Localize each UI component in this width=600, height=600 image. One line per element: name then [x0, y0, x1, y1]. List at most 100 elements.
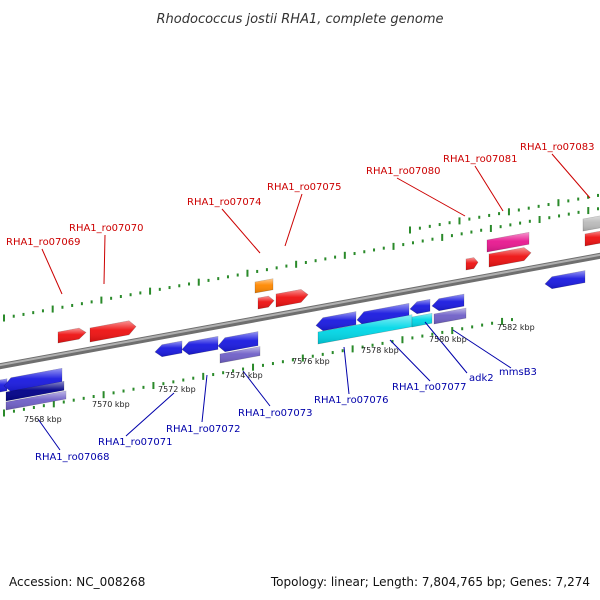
gene-feature[interactable] — [488, 247, 532, 268]
gene-feature[interactable] — [254, 278, 274, 294]
gene-label-bottom[interactable]: RHA1_ro07071 — [98, 437, 173, 448]
kbp-label: 7574 kbp — [225, 371, 263, 380]
gene-feature[interactable] — [582, 215, 600, 232]
gene-label-top[interactable]: RHA1_ro07070 — [69, 223, 144, 234]
tick-major — [343, 251, 346, 259]
gene-label-bottom[interactable]: RHA1_ro07076 — [314, 395, 389, 406]
gene-feature[interactable] — [409, 298, 431, 315]
leader-line — [284, 193, 303, 247]
gene-features — [0, 215, 600, 411]
tick-major — [441, 233, 444, 241]
gene-feature[interactable] — [411, 312, 433, 328]
tick-minor — [421, 334, 424, 338]
tick-minor — [80, 302, 83, 306]
gene-feature[interactable] — [0, 378, 8, 393]
leader-line — [103, 234, 106, 285]
gene-label-bottom[interactable]: mmsB3 — [499, 367, 537, 378]
kbp-label: 7582 kbp — [497, 323, 535, 332]
tick-minor — [468, 217, 471, 221]
tick-minor — [265, 268, 268, 272]
kbp-label: 7572 kbp — [158, 385, 196, 394]
tick-minor — [363, 250, 366, 254]
tick-minor — [519, 221, 522, 225]
gene-feature[interactable] — [315, 311, 357, 332]
tick-minor — [391, 340, 394, 344]
leader-line — [389, 339, 431, 382]
gene-feature[interactable] — [217, 331, 259, 353]
tick-minor — [158, 287, 161, 291]
map-title: Rhodococcus jostii RHA1, complete genome — [157, 12, 444, 27]
gene-label-top[interactable]: RHA1_ro07075 — [267, 182, 342, 193]
tick-major — [451, 327, 454, 335]
tick-minor — [182, 378, 185, 382]
gene-feature[interactable] — [219, 346, 261, 364]
gene-feature[interactable] — [257, 295, 275, 310]
tick-minor — [324, 257, 327, 261]
tick-minor — [450, 234, 453, 238]
tick-minor — [577, 210, 580, 214]
leader-line — [37, 418, 61, 451]
tick-minor — [12, 409, 15, 413]
tick-minor — [558, 214, 561, 218]
tick-major — [52, 400, 55, 408]
gene-feature[interactable] — [584, 230, 600, 247]
tick-minor — [92, 395, 95, 399]
tick-minor — [460, 232, 463, 236]
tick-minor — [256, 269, 259, 273]
tick-minor — [119, 295, 122, 299]
gene-label-bottom[interactable]: adk2 — [469, 373, 494, 384]
tick-major — [295, 260, 298, 268]
gene-feature[interactable] — [275, 289, 309, 308]
gene-label-bottom[interactable]: RHA1_ro07073 — [238, 408, 313, 419]
tick-minor — [285, 264, 288, 268]
tick-minor — [341, 349, 344, 353]
tick-minor — [361, 345, 364, 349]
leader-line — [551, 153, 591, 199]
tick-minor — [421, 239, 424, 243]
tick-minor — [499, 225, 502, 229]
accession-text: Accession: NC_008268 — [9, 575, 145, 589]
tick-minor — [431, 332, 434, 336]
tick-minor — [110, 296, 113, 300]
gene-feature[interactable] — [431, 293, 465, 312]
gene-label-top[interactable]: RHA1_ro07083 — [520, 142, 595, 153]
gene-feature[interactable] — [433, 307, 467, 325]
genome-summary-text: Topology: linear; Length: 7,804,765 bp; … — [270, 575, 590, 589]
tick-minor — [61, 305, 64, 309]
gene-feature[interactable] — [5, 380, 65, 402]
gene-label-bottom[interactable]: RHA1_ro07068 — [35, 452, 110, 463]
gene-feature[interactable] — [154, 340, 183, 358]
kbp-label: 7580 kbp — [429, 335, 467, 344]
gene-feature[interactable] — [89, 320, 137, 343]
gene-label-top[interactable]: RHA1_ro07081 — [443, 154, 518, 165]
tick-minor — [411, 336, 414, 340]
gene-feature[interactable] — [544, 270, 586, 290]
kbp-label: 7570 kbp — [92, 400, 130, 409]
gene-label-bottom[interactable]: RHA1_ro07077 — [392, 382, 467, 393]
tick-minor — [567, 212, 570, 216]
gene-feature[interactable] — [181, 336, 219, 356]
tick-minor — [222, 371, 225, 375]
tick-minor — [587, 195, 590, 199]
gene-label-top[interactable]: RHA1_ro07069 — [6, 237, 81, 248]
tick-major — [246, 269, 249, 277]
leader-line — [221, 208, 261, 254]
gene-label-top[interactable]: RHA1_ro07074 — [187, 197, 262, 208]
gene-label-bottom[interactable]: RHA1_ro07072 — [166, 424, 241, 435]
tick-minor — [207, 278, 210, 282]
tick-minor — [304, 260, 307, 264]
gene-feature[interactable] — [5, 390, 67, 411]
leader-line — [452, 329, 512, 369]
tick-minor — [142, 385, 145, 389]
tick-minor — [261, 363, 264, 367]
gene-feature[interactable] — [57, 327, 87, 344]
gene-feature[interactable] — [486, 231, 530, 253]
tick-minor — [411, 241, 414, 245]
tick-major — [351, 345, 354, 353]
tick-minor — [448, 221, 451, 225]
gene-feature[interactable] — [465, 257, 479, 271]
tick-minor — [547, 203, 550, 207]
tick-minor — [42, 404, 45, 408]
gene-label-top[interactable]: RHA1_ro07080 — [366, 166, 441, 177]
tick-minor — [275, 266, 278, 270]
